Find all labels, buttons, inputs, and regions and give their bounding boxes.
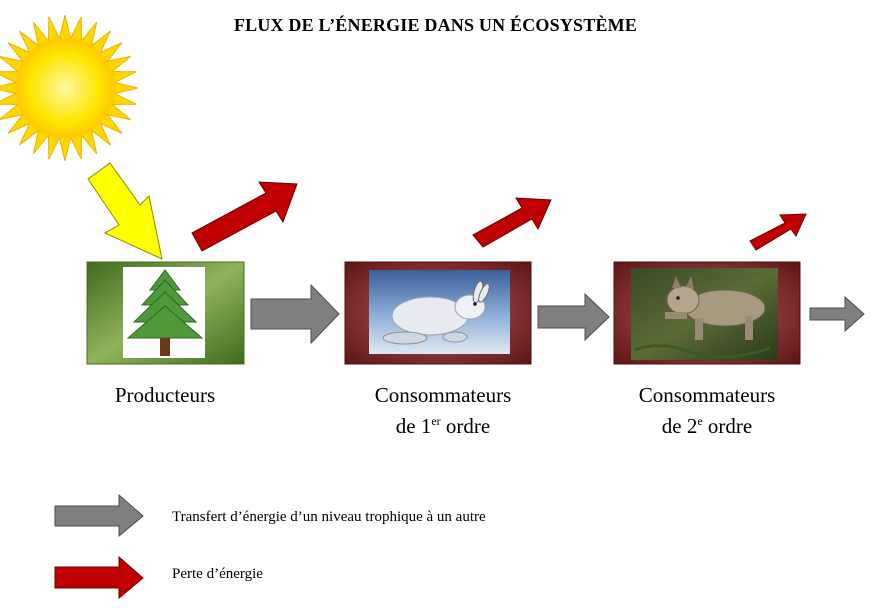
primary-consumers-line2: de 1er ordre xyxy=(343,411,543,442)
legend-loss-arrow xyxy=(54,555,144,600)
primary-consumers-sup: er xyxy=(431,414,441,428)
transfer-arrow-2 xyxy=(537,292,610,342)
secondary-consumers-label: Consommateurs de 2e ordre xyxy=(607,380,807,442)
page-title: FLUX DE L’ÉNERGIE DANS UN ÉCOSYSTÈME xyxy=(233,15,638,35)
primary-consumers-label: Consommateurs de 1er ordre xyxy=(343,380,543,442)
secondary-consumers-suffix: ordre xyxy=(702,414,753,438)
primary-consumer-box xyxy=(344,261,532,365)
loss-arrow-3 xyxy=(749,213,807,251)
loss-arrow-1 xyxy=(191,181,298,252)
sunlight-arrow xyxy=(87,162,163,260)
transfer-arrow-3 xyxy=(809,295,865,333)
primary-consumers-suffix: ordre xyxy=(440,414,491,438)
primary-consumers-prefix: de 1 xyxy=(395,414,432,438)
secondary-consumers-prefix: de 2 xyxy=(661,414,698,438)
producers-label: Producteurs xyxy=(85,380,245,411)
primary-consumers-line1: Consommateurs xyxy=(374,383,512,407)
secondary-consumers-line1: Consommateurs xyxy=(638,383,776,407)
tree-icon xyxy=(126,269,204,356)
loss-arrow-2 xyxy=(472,197,552,248)
secondary-consumer-box xyxy=(613,261,801,365)
lynx-image xyxy=(634,276,771,359)
hare-image xyxy=(382,280,490,345)
transfer-arrow-1 xyxy=(250,283,340,345)
legend-transfer-arrow xyxy=(54,493,144,538)
producers-label-text: Producteurs xyxy=(114,383,216,407)
sun-icon xyxy=(0,14,139,162)
secondary-consumers-sup: e xyxy=(697,414,703,428)
producer-box xyxy=(86,261,245,365)
legend-loss-text: Perte d’énergie xyxy=(172,566,263,582)
legend-transfer-text: Transfert d’énergie d’un niveau trophiqu… xyxy=(172,509,486,525)
secondary-consumers-line2: de 2e ordre xyxy=(607,411,807,442)
